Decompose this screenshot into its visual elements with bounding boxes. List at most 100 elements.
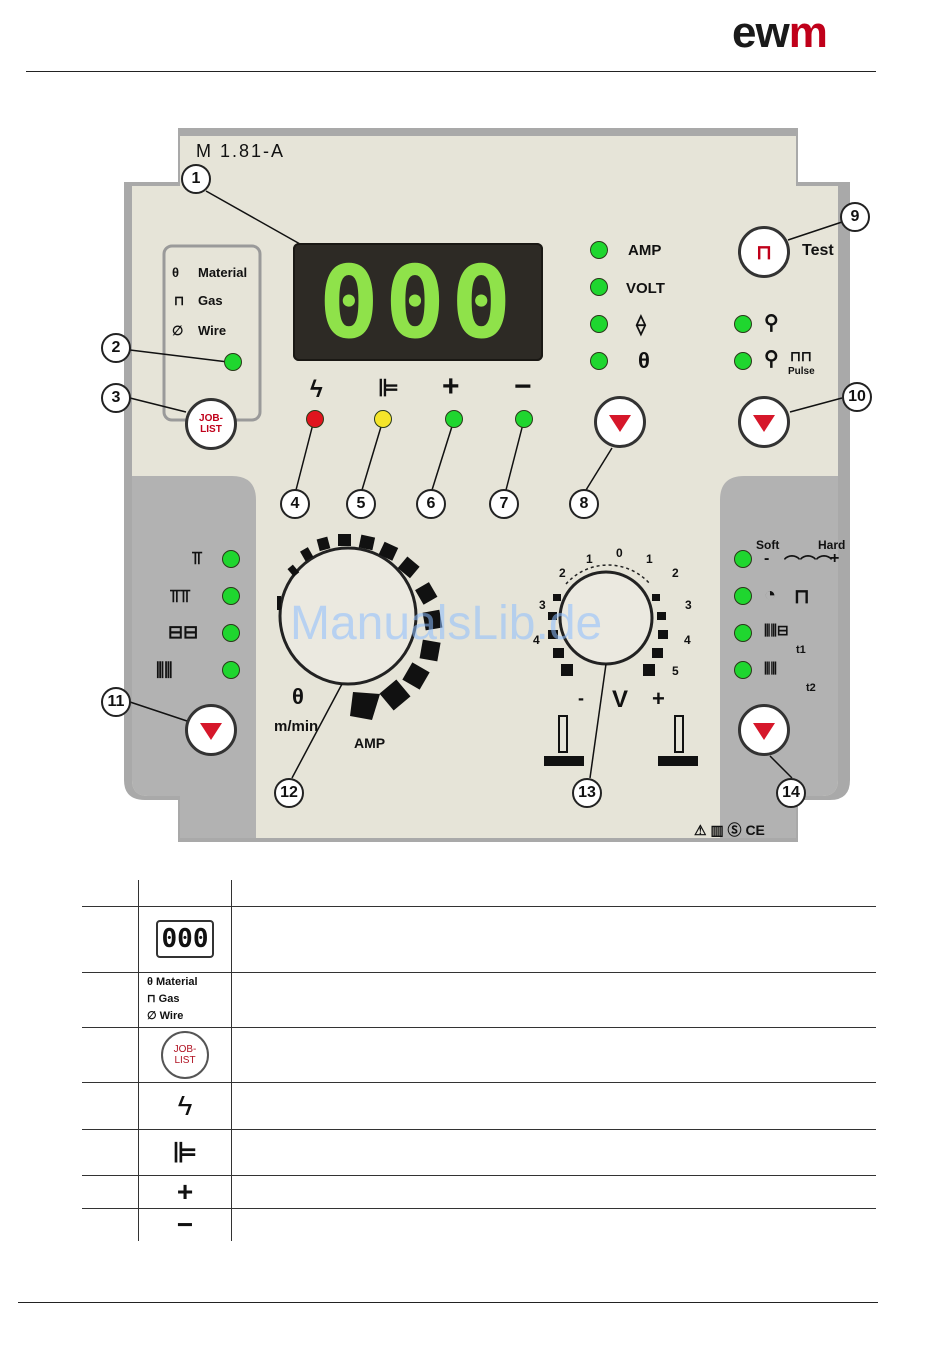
legend-row: ⊫ (82, 1129, 876, 1176)
volt-led (590, 278, 608, 296)
callout-11: 11 (101, 687, 131, 717)
temperature-led (374, 410, 392, 428)
joblist-button-icon: JOB-LIST (161, 1030, 209, 1079)
volt-scale-right-3: 3 (685, 598, 692, 612)
fault-lightning-icon: ϟ (138, 1082, 232, 1130)
pulse-mode-led (734, 352, 752, 370)
callout-2: 2 (101, 333, 131, 363)
callout-9: 9 (840, 202, 870, 232)
legend-row: 000 (82, 906, 876, 973)
amp-label: AMP (628, 242, 662, 259)
callout-3: 3 (101, 383, 131, 413)
joblist-button[interactable]: JOB- LIST (185, 398, 237, 450)
4-stroke-icon: ⫪⫪ (170, 586, 191, 606)
conformity-marks-icon: ⚠ ▥ Ⓢ CE (694, 822, 765, 838)
standard-mode-led (734, 315, 752, 333)
thickness-led (590, 315, 608, 333)
callout-5: 5 (346, 489, 376, 519)
volt-plus: + (652, 686, 665, 711)
choke-led (734, 550, 752, 568)
callout-10: 10 (842, 382, 872, 412)
wire-speed-unit: m/min (274, 718, 319, 735)
callout-13: 13 (572, 778, 602, 808)
volt-scale-right-5: 5 (672, 664, 679, 678)
4-stroke-led (222, 587, 240, 605)
seven-segment-display-icon: 000 (155, 920, 215, 958)
volt-scale-right-1: 1 (646, 552, 653, 566)
gas-test-button[interactable]: ⊓ (738, 226, 790, 278)
torch-pulse-icon: ⚲ (764, 348, 779, 370)
gas-time-led (734, 587, 752, 605)
fault-lightning-icon: ϟ (310, 376, 323, 403)
gas-icon: ⊓ (174, 293, 185, 308)
2-stroke-led (222, 550, 240, 568)
t2-label: t2 (806, 682, 816, 694)
amp-dial-label: AMP (354, 735, 386, 751)
callout-12: 12 (274, 778, 304, 808)
ewm-logo: ewm (732, 8, 828, 57)
legend-table: 000 θ Material ⊓ Gas ∅ Wire JOB-LIST ϟ ⊫… (82, 880, 876, 1241)
pause-time-led (734, 661, 752, 679)
joblist-line2: LIST (200, 424, 222, 435)
volt-dial-label: V (612, 686, 629, 713)
pulse-wave-icon: ⊓⊓ (790, 348, 812, 364)
job-label-gas: Gas (198, 293, 223, 308)
callout-1: 1 (181, 164, 211, 194)
material-icon: θ (172, 265, 180, 280)
volt-label: VOLT (626, 280, 665, 297)
footer-rule (18, 1302, 878, 1303)
plus-icon: + (442, 370, 460, 403)
temperature-fault-icon: ⊫ (378, 375, 399, 402)
legend-header-row (82, 880, 876, 907)
choke-soft-label: Soft (756, 538, 780, 552)
callout-7: 7 (489, 489, 519, 519)
t1-label: t1 (796, 644, 806, 656)
choke-hard-label: Hard (818, 538, 846, 552)
amp-led (590, 241, 608, 259)
material-thickness-icon: ⟠ (636, 314, 646, 336)
interval-icon: ⫼⫼ (156, 660, 173, 680)
joblist-line1: JOB- (199, 413, 223, 424)
digital-display: 000 (293, 243, 543, 361)
display-value: 000 (318, 243, 518, 361)
callout-14: 14 (776, 778, 806, 808)
gas-bottle-icon: ⊓ (794, 586, 810, 608)
choke-minus: - (764, 550, 770, 567)
process-select-button[interactable] (738, 396, 790, 448)
job-label-wire: Wire (198, 323, 227, 338)
time-select-button[interactable] (738, 704, 790, 756)
wire-speed-led (590, 352, 608, 370)
test-label: Test (802, 242, 834, 259)
minus-icon: − (514, 370, 532, 403)
callout-8: 8 (569, 489, 599, 519)
choke-icon: ⌒⌒⌒ (784, 556, 833, 573)
interval-led (222, 661, 240, 679)
2-stroke-icon: ⫪ (192, 548, 203, 568)
torch-icon: ⚲ (764, 312, 779, 334)
wire-icon: ∅ (172, 323, 184, 338)
gas-cylinder-icon: ⊓ (756, 241, 772, 264)
volt-scale-zero: 0 (616, 546, 623, 560)
spot-time-led (734, 624, 752, 642)
minus-icon: − (138, 1208, 232, 1241)
volt-scale-left-3: 3 (539, 598, 546, 612)
parameter-select-button[interactable] (594, 396, 646, 448)
spot-time-icon: ⫼⫼⊟ (764, 622, 789, 638)
model-label: M 1.81-A (196, 141, 286, 161)
watermark: ManualsLib.de (290, 597, 603, 650)
job-label-material: Material (198, 265, 248, 280)
spot-weld-icon: ⊟⊟ (168, 622, 199, 642)
legend-row: ϟ (82, 1082, 876, 1130)
material-gas-wire-icon: θ Material ⊓ Gas ∅ Wire (138, 972, 232, 1028)
volt-scale-left-1: 1 (586, 552, 593, 566)
volt-scale-left-2: 2 (559, 566, 566, 580)
legend-row: JOB-LIST (82, 1027, 876, 1083)
plus-led (445, 410, 463, 428)
mode-select-button[interactable] (185, 704, 237, 756)
fault-led (306, 410, 324, 428)
volt-scale-right-4: 4 (684, 633, 691, 647)
callout-4: 4 (280, 489, 310, 519)
pause-time-icon: ⫼⫼ (764, 660, 777, 676)
legend-row: − (82, 1208, 876, 1241)
pulse-label: Pulse (788, 366, 815, 377)
